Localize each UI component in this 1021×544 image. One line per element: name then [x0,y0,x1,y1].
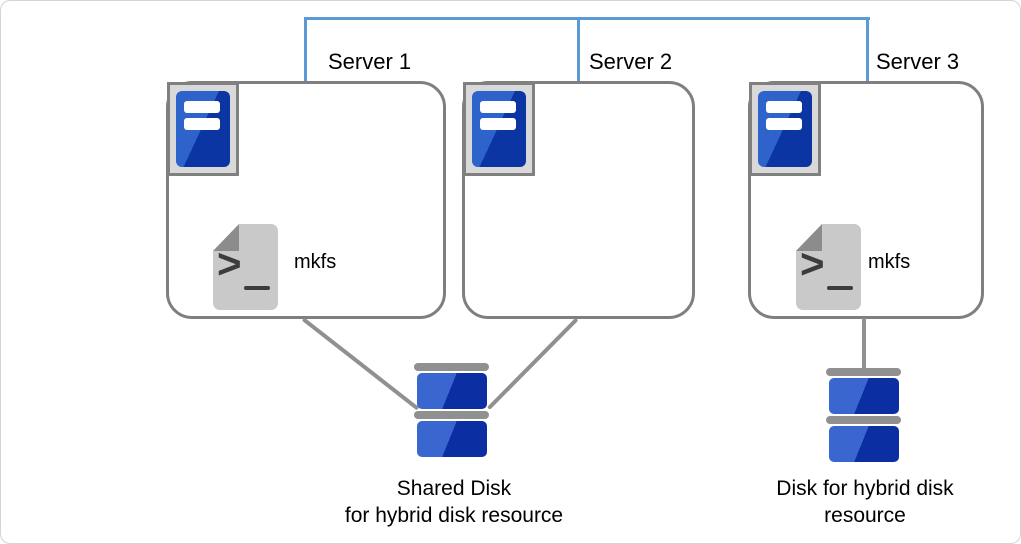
hybrid-disk-caption-line1: Disk for hybrid disk [776,477,954,500]
server-1-box: > mkfs [166,81,446,319]
network-drop-line-server-2 [577,17,580,82]
disk-tray-bar [826,416,901,424]
shared-disk-caption-line1: Shared Disk [396,477,512,500]
hybrid-disk-caption-line2: resource [824,504,906,527]
network-drop-line-server-1 [304,17,307,82]
connector-server-1-to-shared-disk [301,317,420,411]
terminal-prompt-glyph: > [800,240,825,287]
terminal-underscore-mark [827,286,853,290]
server-drive-slot [766,118,802,130]
server-2-label: Server 2 [589,49,673,74]
disk-unit [416,373,487,409]
terminal-prompt-glyph: > [217,240,242,287]
mkfs-label: mkfs [294,251,337,273]
server-tower-glyph [176,91,230,167]
disk-unit [416,421,487,457]
mkfs-script-file-icon: > [795,223,861,310]
server-drive-slot [184,101,220,113]
disk-tray-bar [414,411,489,419]
connector-server-3-to-disk [862,318,866,371]
server-drive-slot [766,101,802,113]
server-tower-icon [167,82,239,176]
disk-tray-bar [414,363,489,371]
server-drive-slot [184,118,220,130]
server-3-box: > mkfs [748,81,984,319]
shared-disk-caption: Shared Disk for hybrid disk resource [293,475,615,529]
server-drive-slot [480,118,516,130]
server-2-box [462,81,695,319]
network-link-horizontal-line [304,17,870,20]
disk-unit [828,378,899,414]
mkfs-label: mkfs [868,251,911,273]
server-tower-icon [749,82,821,176]
server-tower-icon [463,82,535,176]
hybrid-disk-caption: Disk for hybrid disk resource [742,475,988,529]
hybrid-disk-icon [826,368,901,464]
server-tower-glyph [472,91,526,167]
shared-disk-icon [414,363,489,459]
disk-tray-bar [826,368,901,376]
server-tower-glyph [758,91,812,167]
connector-server-2-to-shared-disk [486,317,579,410]
network-drop-line-server-3 [866,17,869,82]
shared-disk-caption-line2: for hybrid disk resource [344,504,564,527]
server-3-label: Server 3 [876,49,960,74]
terminal-underscore-mark [244,286,270,290]
mkfs-script-file-icon: > [212,223,278,310]
server-drive-slot [480,101,516,113]
server-1-label: Server 1 [328,49,412,74]
disk-unit [828,426,899,462]
